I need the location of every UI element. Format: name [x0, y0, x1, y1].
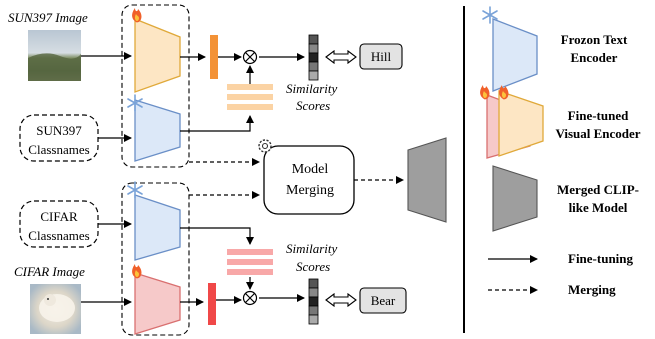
sun397-similarity-label-2: Scores [296, 98, 330, 113]
fire-icon [499, 85, 509, 100]
output-hill: Hill [359, 43, 403, 70]
snowflake-icon [127, 181, 143, 199]
legend-finetuned-visual-encoder [498, 90, 544, 157]
sun397-logits [308, 34, 319, 81]
legend-frozen-text-encoder [492, 18, 538, 92]
sun397-classnames-line1: SUN397 [36, 123, 82, 138]
multiply-icon [242, 49, 258, 65]
output-hill-label: Hill [371, 49, 392, 64]
merged-model [407, 137, 447, 223]
legend-frozen-line2: Encoder [571, 50, 618, 65]
finetuning-arrows [81, 52, 305, 306]
fire-icon [132, 264, 142, 279]
cifar-similarity-label-1: Similarity [286, 241, 338, 256]
cifar-image [30, 284, 81, 334]
snowflake-icon [482, 6, 498, 24]
sun397-classnames-box: SUN397 Classnames [19, 114, 99, 162]
legend-merged-line1: Merged CLIP- [557, 182, 639, 197]
model-merging-line1: Model [292, 162, 329, 177]
multiply-icon [242, 290, 258, 306]
legend-finetuned-line2: Visual Encoder [555, 126, 640, 141]
cifar-classnames-box: CIFAR Classnames [19, 200, 99, 248]
output-bear-label: Bear [371, 293, 396, 308]
output-bear: Bear [359, 287, 407, 314]
model-merging-line2: Merging [286, 183, 334, 198]
legend-frozen-line1: Frozon Text [561, 32, 628, 47]
sun397-visual-encoder [134, 18, 181, 93]
sun397-image-feature [210, 35, 218, 79]
cifar-similarity-label-2: Scores [296, 259, 330, 274]
snowflake-icon [127, 94, 143, 112]
cifar-encoder-group [121, 182, 190, 336]
sun397-similarity-label-1: Similarity [286, 81, 338, 96]
sun397-encoder-group [121, 4, 190, 168]
double-arrow-icon [325, 292, 357, 308]
cifar-logits [308, 278, 319, 325]
model-merging-box: Model Merging [263, 145, 355, 215]
sun397-classnames-line2: Classnames [28, 142, 89, 157]
cifar-classnames-line1: CIFAR [40, 209, 78, 224]
cifar-classnames-line2: Classnames [28, 228, 89, 243]
legend-merging-label: Merging [568, 282, 616, 297]
legend-finetuned-line1: Fine-tuned [568, 108, 629, 123]
sun397-image-title: SUN397 Image [8, 10, 88, 25]
legend-merged-line2: like Model [569, 200, 628, 215]
merging-arrows [189, 158, 404, 199]
legend-finetuning-label: Fine-tuning [568, 251, 634, 266]
cifar-text-encoder [134, 194, 181, 261]
cifar-image-feature [208, 283, 216, 325]
cifar-visual-encoder [134, 272, 181, 335]
double-arrow-icon [325, 49, 357, 65]
cifar-similarity-scores [227, 249, 273, 275]
sun397-similarity-scores [227, 84, 273, 110]
gear-icon [258, 139, 272, 153]
legend-merged-model [492, 165, 538, 232]
sun397-text-encoder [134, 99, 181, 162]
fire-icon [480, 85, 490, 100]
fire-icon [132, 8, 142, 23]
sun397-image [28, 30, 81, 81]
cifar-image-title: CIFAR Image [14, 264, 85, 279]
